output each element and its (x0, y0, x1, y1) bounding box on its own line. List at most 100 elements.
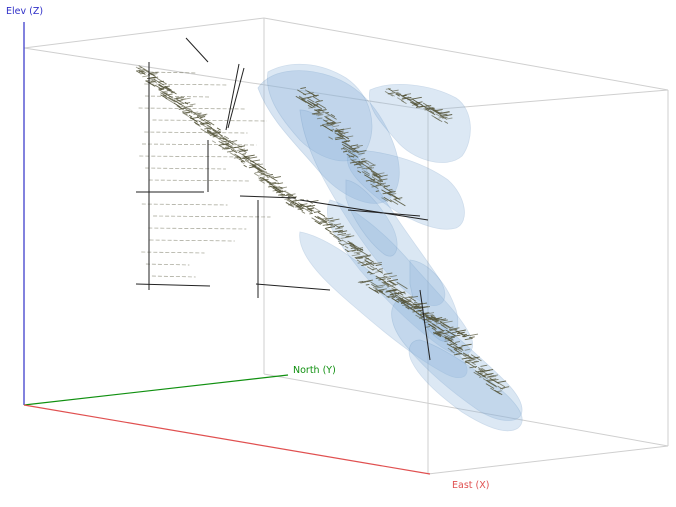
ore-trace-segment (383, 272, 393, 275)
ore-trace-segment (335, 227, 343, 230)
ore-trace-segment (375, 286, 384, 289)
ore-trace-segment (371, 173, 382, 180)
ore-trace-segment (342, 242, 353, 246)
ore-trace-segment (434, 317, 443, 320)
ore-trace-segment (229, 152, 239, 158)
ore-trace-segment (407, 98, 414, 101)
ore-trace-segment (448, 343, 456, 346)
ore-trace-segment (349, 160, 361, 164)
ore-trace-segment (206, 129, 212, 133)
ore-trace-segment (366, 167, 375, 170)
ore-trace-segment (183, 105, 194, 109)
ore-trace-segment (455, 346, 463, 349)
ore-trace-segment (444, 339, 453, 342)
ore-trace-segment (224, 135, 230, 140)
ore-trace-segment (173, 102, 181, 107)
ore-trace-segment (257, 169, 262, 173)
ore-trace-segment (447, 117, 453, 120)
ore-trace-segment (324, 228, 332, 233)
ore-trace-segment (351, 150, 358, 153)
ore-trace-segment (168, 96, 175, 102)
ore-trace-segment (337, 238, 342, 242)
ore-trace-segment (424, 312, 435, 315)
ore-trace-segment (343, 148, 348, 152)
ore-trace-segment (148, 71, 155, 74)
ore-trace-segment (435, 329, 445, 333)
ore-trace-segment (431, 318, 440, 321)
ore-trace-segment (403, 304, 412, 310)
ore-trace-segment (487, 375, 497, 379)
ore-trace-segment (464, 337, 473, 341)
ore-trace-segment (469, 336, 475, 339)
ore-trace-segment (189, 103, 196, 106)
ore-trace-segment (415, 103, 421, 106)
ore-trace-segment (482, 373, 492, 377)
ore-trace-segment (294, 202, 300, 206)
ore-trace-segment (243, 164, 248, 168)
ore-trace-segment (363, 255, 371, 258)
ore-trace-segment (326, 121, 335, 125)
level-line (144, 131, 248, 134)
ore-trace-segment (414, 305, 423, 309)
ore-trace-segment (423, 106, 432, 109)
ore-trace-segment (444, 337, 454, 343)
ore-trace-segment (230, 149, 238, 154)
ore-trace-segment (173, 97, 178, 100)
ore-trace-segment (400, 100, 407, 104)
ore-trace-segment (338, 132, 350, 140)
ore-trace-segment (299, 203, 308, 206)
ore-trace-segment (456, 353, 460, 355)
ore-trace-segment (487, 381, 498, 388)
ore-trace-segment (477, 367, 484, 371)
ore-trace-segment (203, 118, 215, 126)
coordinate-axes (23, 22, 431, 475)
ore-trace-segment (354, 247, 364, 250)
ore-trace-segment (310, 208, 315, 212)
ore-trace-segment (389, 293, 396, 296)
ore-trace-segment (318, 221, 327, 225)
ore-trace-segment (249, 163, 260, 167)
ore-trace-segment (363, 170, 371, 175)
ore-trace-segment (330, 223, 342, 227)
ore-trace-segment (221, 147, 229, 150)
ore-trace-segment (401, 97, 412, 100)
ore-trace-segment (286, 199, 293, 204)
ore-trace-segment (393, 195, 398, 199)
drillholes (135, 37, 431, 361)
ore-trace-segment (385, 289, 396, 293)
ore-trace-segment (202, 114, 207, 116)
ore-trace-segment (386, 192, 398, 200)
ore-trace-segment (179, 106, 184, 108)
ore-trace-segment (338, 242, 344, 247)
ore-trace-segment (340, 131, 349, 135)
ore-trace-segment (378, 268, 383, 270)
ore-trace-segment (357, 248, 369, 256)
ore-trace-segment (220, 135, 228, 141)
ore-trace-segment (135, 66, 147, 74)
ore-trace-segment (237, 148, 246, 151)
ore-trace-segment (163, 92, 168, 95)
ore-trace-segment (349, 146, 360, 153)
ore-trace-segment (412, 98, 423, 106)
ore-traces (135, 65, 510, 396)
ore-trace-segment (488, 378, 499, 382)
ore-trace-segment (341, 141, 351, 148)
ore-trace-segment (486, 378, 497, 382)
ore-trace-segment (271, 176, 281, 179)
ore-trace-segment (346, 235, 350, 237)
ore-trace-segment (149, 72, 156, 77)
ore-trace-segment (307, 97, 315, 103)
ore-trace-segment (196, 116, 205, 122)
ore-trace-segment (411, 303, 420, 306)
ore-trace-segment (253, 172, 260, 177)
ore-trace-segment (357, 170, 362, 174)
ore-trace-segment (374, 289, 379, 293)
ore-trace-segment (275, 190, 287, 194)
ore-trace-segment (262, 177, 272, 184)
ore-trace-segment (387, 275, 397, 278)
ore-trace-segment (281, 194, 288, 197)
ore-trace-segment (484, 372, 494, 376)
ore-trace-segment (289, 202, 294, 204)
ore-trace-segment (495, 380, 506, 388)
